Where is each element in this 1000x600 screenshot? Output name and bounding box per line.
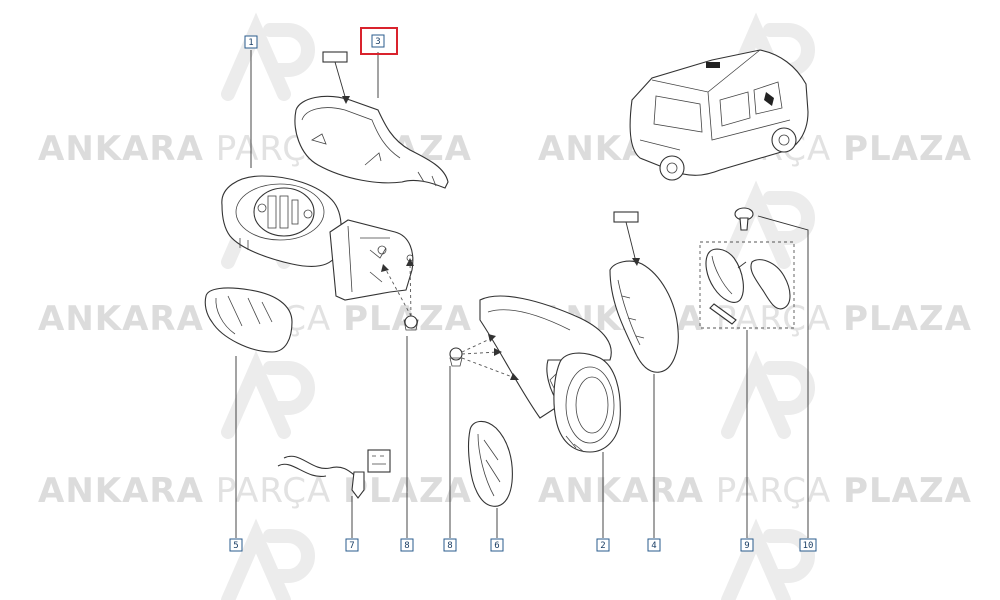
- part-wiring-harness: [277, 449, 391, 499]
- part-mirror-body-right: [549, 352, 621, 453]
- callout-5[interactable]: 5: [229, 538, 243, 552]
- note-tag-icon: [613, 211, 639, 223]
- part-mirror-cover-right: [609, 211, 679, 373]
- callout-2[interactable]: 2: [596, 538, 610, 552]
- mirror-location-marker: [706, 62, 720, 68]
- car-thumbnail: [629, 49, 809, 181]
- callout-7[interactable]: 7: [345, 538, 359, 552]
- part-trim-kit: [699, 241, 795, 329]
- callout-8-left[interactable]: 8: [400, 538, 414, 552]
- part-clip: [734, 207, 754, 231]
- svg-text:5: 5: [233, 541, 238, 551]
- svg-text:3: 3: [375, 37, 380, 47]
- svg-text:4: 4: [651, 541, 656, 551]
- watermark-logo: [221, 12, 315, 101]
- watermark-logo: [721, 518, 815, 600]
- part-screw-left: [381, 258, 419, 331]
- callout-9[interactable]: 9: [740, 538, 754, 552]
- callout-8-right[interactable]: 8: [443, 538, 457, 552]
- svg-text:10: 10: [803, 541, 814, 551]
- mirror-location-marker: [764, 92, 774, 106]
- svg-text:2: 2: [600, 541, 605, 551]
- part-mirror-glass-left: [204, 287, 293, 353]
- svg-text:ANKARA PARÇA PLAZA: ANKARA PARÇA PLAZA: [538, 471, 972, 511]
- part-screw-right: [449, 334, 519, 380]
- svg-text:1: 1: [248, 38, 253, 48]
- svg-text:7: 7: [349, 541, 354, 551]
- callout-1[interactable]: 1: [244, 35, 258, 49]
- callout-3[interactable]: 3: [360, 27, 398, 55]
- svg-text:9: 9: [744, 541, 749, 551]
- watermark-logo: [221, 350, 315, 439]
- callout-6[interactable]: 6: [490, 538, 504, 552]
- part-mirror-body: [221, 175, 414, 301]
- svg-text:8: 8: [404, 541, 409, 551]
- callout-10[interactable]: 10: [799, 538, 817, 552]
- note-tag-icon: [322, 51, 348, 63]
- watermark-logo: [721, 180, 815, 269]
- callout-highlight-frame: [360, 27, 398, 55]
- part-mirror-glass-middle: [467, 420, 513, 507]
- part-mirror-cover-top: [294, 51, 449, 189]
- note-tag-icon: [367, 449, 391, 473]
- leader-lines: [235, 50, 809, 538]
- watermark-word: ANKARA: [38, 129, 204, 169]
- watermark-logo: [221, 518, 315, 600]
- svg-text:6: 6: [494, 541, 499, 551]
- svg-text:8: 8: [447, 541, 452, 551]
- watermark-logo: [721, 350, 815, 439]
- svg-text:ANKARA PARÇA PLAZA: ANKARA PARÇA PLAZA: [538, 299, 972, 339]
- callout-4[interactable]: 4: [647, 538, 661, 552]
